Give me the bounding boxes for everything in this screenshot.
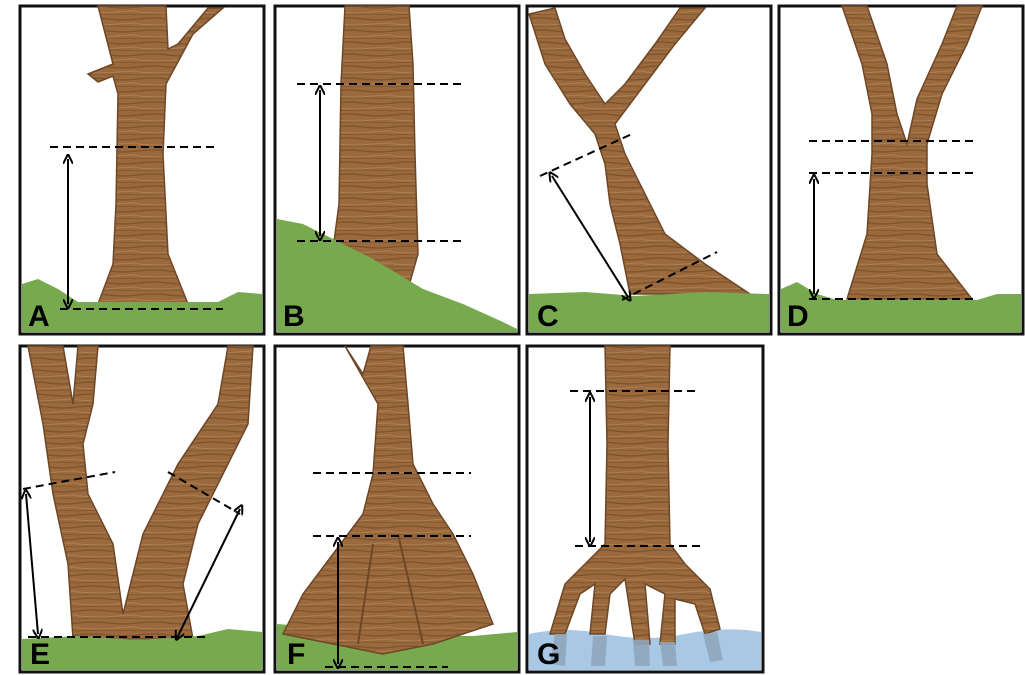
panel-label: E — [30, 640, 50, 670]
panel-d: D — [777, 4, 1025, 336]
panel-a-illustration — [18, 4, 266, 336]
panel-c-illustration — [525, 4, 773, 336]
panel-d-illustration — [777, 4, 1025, 336]
panel-b: B — [273, 4, 521, 336]
panel-label: A — [28, 302, 50, 332]
panel-label: C — [537, 302, 559, 332]
panel-label: D — [787, 302, 809, 332]
panel-a: A — [18, 4, 266, 336]
panel-label: G — [537, 640, 560, 670]
panel-e-illustration — [18, 344, 266, 674]
panel-label: F — [287, 640, 305, 670]
panel-f-illustration — [273, 344, 521, 674]
panel-f: F — [273, 344, 521, 674]
panel-e: E — [18, 344, 266, 674]
panel-b-illustration — [273, 4, 521, 336]
panel-c: C — [525, 4, 773, 336]
panel-g-illustration — [525, 344, 765, 674]
panel-g: G — [525, 344, 765, 674]
panel-label: B — [283, 302, 305, 332]
ground — [529, 292, 769, 332]
